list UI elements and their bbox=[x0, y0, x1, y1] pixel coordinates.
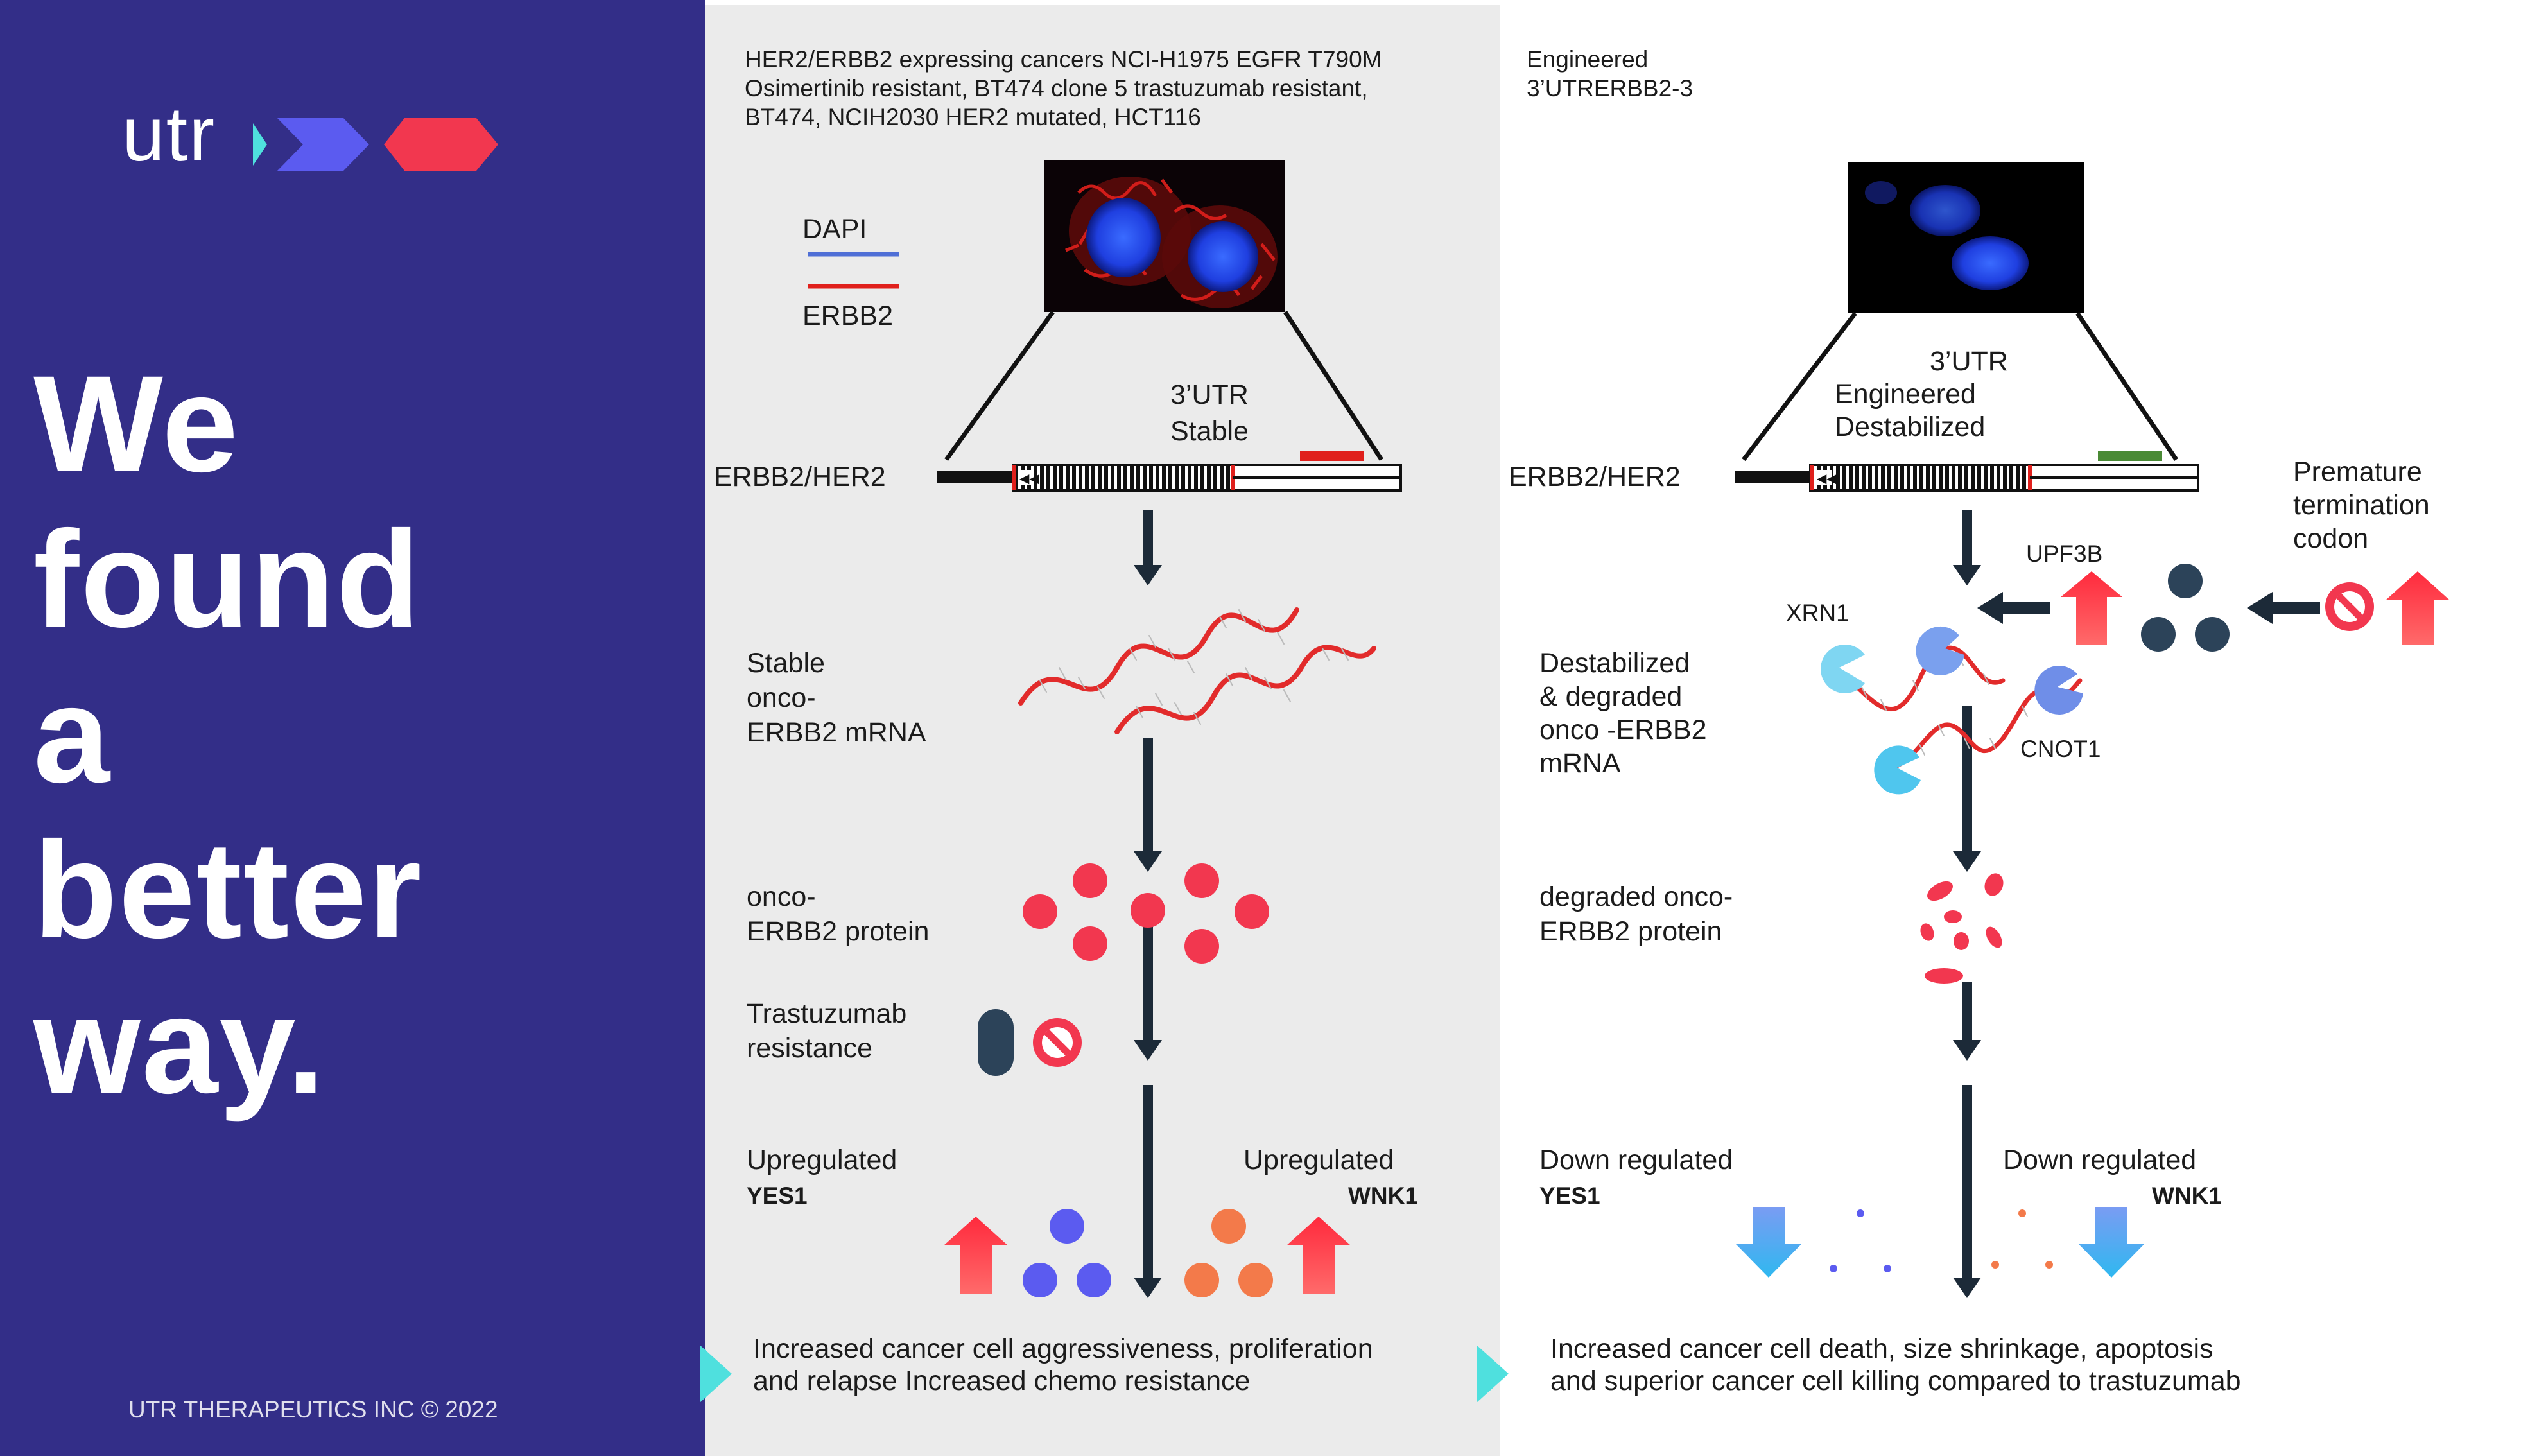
yes1-dots-down bbox=[1830, 1209, 1891, 1272]
outcome-right-1: Increased cancer cell death, size shrink… bbox=[1550, 1333, 2213, 1364]
brand-panel bbox=[0, 0, 705, 1456]
left-header-line-3: BT474, NCIH2030 HER2 mutated, HCT116 bbox=[745, 104, 1201, 130]
cnot1-label: CNOT1 bbox=[2020, 736, 2101, 762]
mrna-label-left-1: Stable bbox=[747, 648, 825, 679]
premature-codon-up-arrow bbox=[2386, 571, 2450, 645]
wnk1-down-text: Down regulated bbox=[2003, 1145, 2197, 1175]
gene-label-right: ERBB2/HER2 bbox=[1509, 462, 1681, 492]
wnk1-down-gene: WNK1 bbox=[2152, 1183, 2222, 1209]
right-header-line-1: Engineered bbox=[1527, 46, 1649, 73]
legend-dapi-label: DAPI bbox=[802, 214, 867, 245]
mrna-label-right-4: mRNA bbox=[1539, 748, 1621, 779]
microscopy-image-stable bbox=[1044, 160, 1285, 312]
wnk1-up-text: Upregulated bbox=[1243, 1145, 1394, 1175]
yes1-up-text: Upregulated bbox=[747, 1145, 897, 1175]
utr-label-right-2: Engineered bbox=[1835, 379, 1976, 410]
svg-text:◀◀: ◀◀ bbox=[1019, 471, 1039, 486]
trastuzumab-label-1: Trastuzumab bbox=[747, 998, 907, 1029]
headline-line-4: better bbox=[33, 813, 423, 967]
protein-label-right-2: ERBB2 protein bbox=[1539, 916, 1722, 947]
upf3b-complex-dots bbox=[2141, 564, 2230, 652]
copyright: UTR THERAPEUTICS INC © 2022 bbox=[128, 1396, 498, 1423]
premature-label-2: termination bbox=[2293, 490, 2430, 521]
headline-line-3: a bbox=[33, 658, 112, 811]
utr-label-left-2: Stable bbox=[1170, 416, 1249, 447]
up-arrow-wnk1-left bbox=[1286, 1217, 1351, 1294]
down-arrow-yes1-right bbox=[1736, 1207, 1801, 1278]
upf3b-label: UPF3B bbox=[2026, 541, 2103, 567]
headline-line-5: way. bbox=[33, 969, 327, 1122]
no-entry-icon-left bbox=[1033, 1018, 1082, 1067]
premature-label-1: Premature bbox=[2293, 456, 2422, 487]
xrn1-enzyme-icons bbox=[1821, 645, 1921, 795]
left-header-line-2: Osimertinib resistant, BT474 clone 5 tra… bbox=[745, 75, 1368, 101]
gene-bar-stable: ◀◀ bbox=[937, 451, 1402, 492]
outcome-marker-right bbox=[1477, 1345, 1509, 1403]
gene-bar-engineered: ◀◀ bbox=[1735, 451, 2199, 492]
outcome-right-2: and superior cancer cell killing compare… bbox=[1550, 1365, 2241, 1396]
yes1-down-text: Down regulated bbox=[1539, 1145, 1733, 1175]
wnk1-dots-down bbox=[1991, 1209, 2053, 1269]
trastuzumab-label-2: resistance bbox=[747, 1033, 872, 1064]
down-arrow-wnk1-right bbox=[2079, 1207, 2144, 1278]
svg-text:◀◀: ◀◀ bbox=[1817, 471, 1837, 486]
onco-erbb2-protein-dots bbox=[1023, 863, 1269, 964]
wnk1-up-gene: WNK1 bbox=[1348, 1183, 1418, 1209]
upf3b-up-arrow bbox=[2061, 571, 2122, 645]
right-header-line-2: 3’UTRERBB2-3 bbox=[1527, 75, 1694, 101]
logo-text: utr bbox=[122, 91, 216, 177]
degraded-protein-fragments bbox=[1920, 873, 2004, 984]
cnot1-enzyme-icons bbox=[1916, 626, 2083, 715]
logo-red-hexagon bbox=[384, 118, 498, 171]
premature-label-3: codon bbox=[2293, 523, 2369, 554]
yes1-down-gene: YES1 bbox=[1539, 1183, 1600, 1209]
microscopy-image-engineered bbox=[1848, 162, 2084, 313]
mrna-label-left-3: ERBB2 mRNA bbox=[747, 717, 926, 748]
stable-mrna-helix bbox=[1018, 607, 1376, 734]
mrna-label-right-3: onco -ERBB2 bbox=[1539, 715, 1707, 745]
protein-label-right-1: degraded onco- bbox=[1539, 881, 1733, 912]
outcome-marker-left bbox=[700, 1345, 732, 1403]
utr-destabilized-marker bbox=[2098, 451, 2162, 461]
outcome-left-2: and relapse Increased chemo resistance bbox=[753, 1365, 1251, 1396]
decay-arrows bbox=[1977, 592, 2320, 624]
mrna-label-right-1: Destabilized bbox=[1539, 648, 1690, 679]
mrna-label-left-2: onco- bbox=[747, 682, 816, 713]
headline-line-1: We bbox=[33, 347, 240, 501]
headline-line-2: found bbox=[33, 503, 422, 656]
headline: We found a better way. bbox=[33, 347, 423, 1123]
protein-label-left-1: onco- bbox=[747, 881, 816, 912]
gene-label-left: ERBB2/HER2 bbox=[714, 462, 886, 492]
utr-stable-marker bbox=[1300, 451, 1364, 461]
up-arrow-yes1-left bbox=[944, 1217, 1008, 1294]
legend-erbb2-label: ERBB2 bbox=[802, 300, 894, 331]
utr-label-left-1: 3’UTR bbox=[1170, 379, 1249, 410]
logo-blue-chevron bbox=[277, 118, 369, 171]
outcome-left-1: Increased cancer cell aggressiveness, pr… bbox=[753, 1333, 1373, 1364]
no-entry-icon-right bbox=[2325, 582, 2374, 631]
yes1-dots-up bbox=[1023, 1209, 1111, 1297]
yes1-up-gene: YES1 bbox=[747, 1183, 808, 1209]
protein-label-left-2: ERBB2 protein bbox=[747, 916, 930, 947]
mrna-label-right-2: & degraded bbox=[1539, 681, 1683, 712]
wnk1-dots-up bbox=[1184, 1209, 1273, 1297]
trastuzumab-antibody bbox=[978, 1009, 1014, 1076]
logo-teal-chevron bbox=[253, 123, 267, 166]
left-header-line-1: HER2/ERBB2 expressing cancers NCI-H1975 … bbox=[745, 46, 1382, 73]
utr-label-right-3: Destabilized bbox=[1835, 412, 1986, 442]
xrn1-label: XRN1 bbox=[1786, 600, 1850, 626]
logo-arrows bbox=[253, 118, 498, 171]
utr-label-right-1: 3’UTR bbox=[1930, 346, 2008, 377]
